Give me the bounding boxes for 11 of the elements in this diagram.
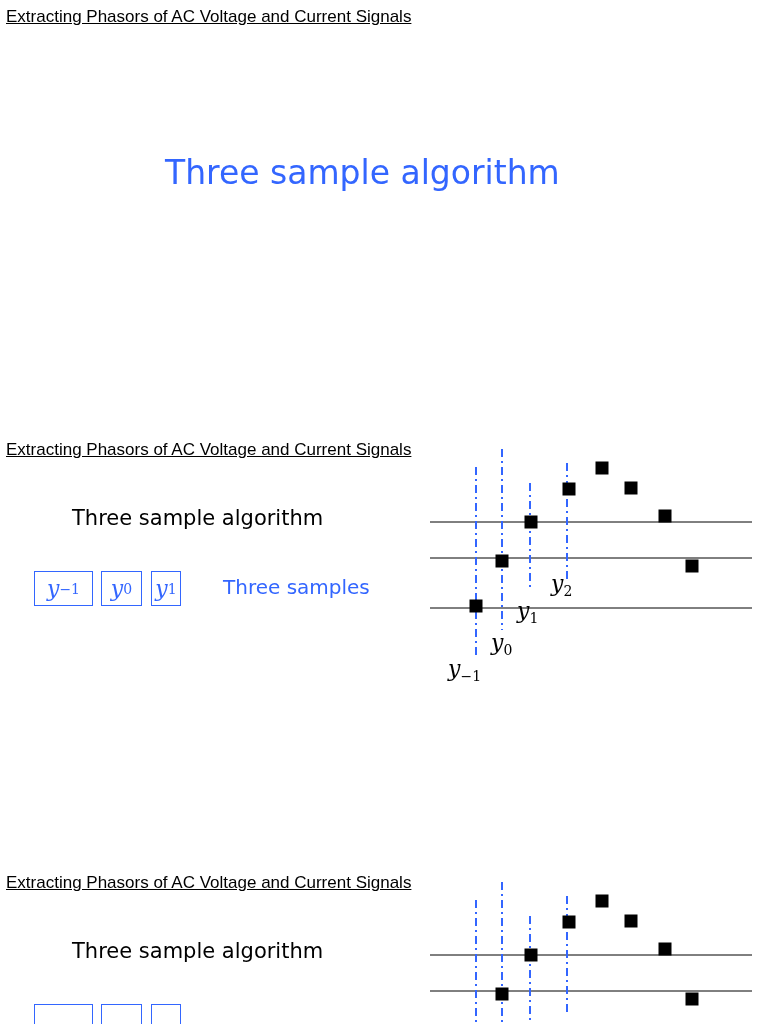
slide-title: Extracting Phasors of AC Voltage and Current Signals xyxy=(6,441,412,458)
slide-title: Extracting Phasors of AC Voltage and Current Signals xyxy=(6,8,412,25)
sample-label: y$_{1}$ xyxy=(517,600,539,626)
slide-heading: Three sample algorithm xyxy=(165,156,560,189)
slide-title: Extracting Phasors of AC Voltage and Current Signals xyxy=(6,874,412,891)
sample-label: y$_{2}$ xyxy=(551,573,573,599)
slide-heading: Three sample algorithm xyxy=(72,941,324,962)
sample-label: y$_{−1}$ xyxy=(448,658,482,684)
sample-label: y$_{0}$ xyxy=(491,632,513,658)
samples-caption: Three samples xyxy=(223,577,370,597)
slide-heading: Three sample algorithm xyxy=(72,508,324,529)
